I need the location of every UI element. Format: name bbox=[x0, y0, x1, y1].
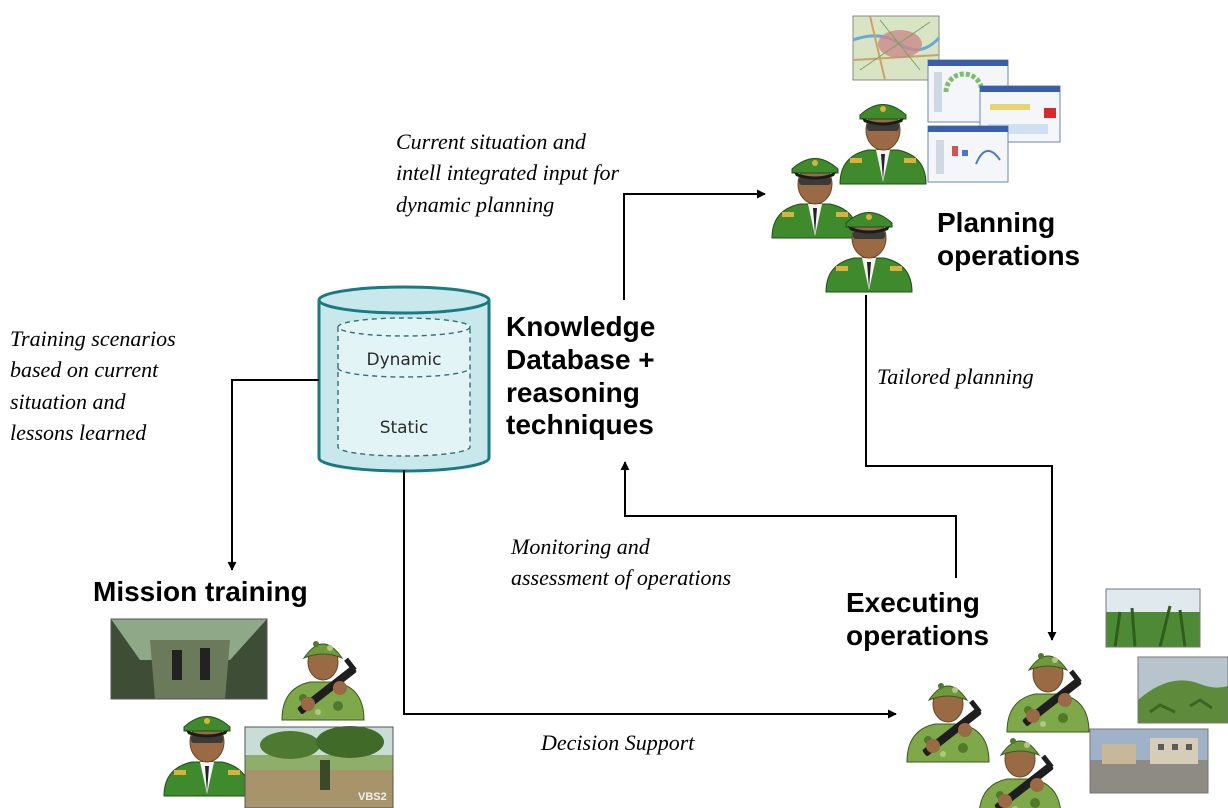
edge-label-tailored-planning: Tailored planning bbox=[877, 361, 1034, 392]
edge-label-decision-support: Decision Support bbox=[541, 727, 694, 758]
node-executing-line-2: operations bbox=[846, 619, 990, 651]
edge-decision-line-1: Decision Support bbox=[541, 730, 695, 755]
training-soldier-icon bbox=[281, 640, 365, 721]
edge-db-to-planning bbox=[623, 189, 766, 300]
edge-executing-to-knowledge bbox=[620, 461, 957, 578]
node-knowledge-line-3: reasoning bbox=[506, 376, 640, 408]
edge-training-line-1: Training scenarios bbox=[10, 326, 176, 351]
node-knowledge-line-1: Knowledge bbox=[506, 311, 656, 342]
edge-training-line-3: situation and bbox=[10, 388, 126, 414]
vbs2-watermark: VBS2 bbox=[358, 791, 387, 803]
edge-current-line-3: dynamic planning bbox=[396, 191, 555, 217]
training-photo-indoor bbox=[110, 618, 268, 700]
executing-soldier-2-icon bbox=[906, 682, 990, 763]
node-knowledge-line-4: techniques bbox=[506, 409, 654, 441]
edge-label-current-situation: Current situation and intell integrated … bbox=[396, 126, 619, 220]
edge-monitoring-line-2: assessment of operations bbox=[511, 565, 731, 591]
software-screenshot-thumbnail bbox=[927, 59, 1061, 183]
database-cylinder bbox=[317, 285, 491, 473]
training-officer-icon bbox=[163, 716, 251, 797]
node-executing-operations: Executing operations bbox=[846, 587, 989, 653]
edge-current-line-2: intell integrated input for bbox=[396, 160, 620, 186]
terrain-photo-hills bbox=[1137, 656, 1228, 724]
executing-soldier-3-icon bbox=[978, 737, 1062, 808]
node-planning-line-1: Planning bbox=[937, 207, 1056, 238]
node-planning-operations: Planning operations bbox=[937, 207, 1080, 273]
edge-label-monitoring: Monitoring and assessment of operations bbox=[511, 531, 731, 594]
node-executing-line-1: Executing bbox=[846, 587, 980, 618]
edge-current-line-1: Current situation and bbox=[396, 129, 586, 154]
edge-training-line-4: lessons learned bbox=[10, 420, 147, 446]
node-mission-training: Mission training bbox=[93, 576, 308, 609]
edge-label-training-scenarios: Training scenarios based on current situ… bbox=[10, 323, 176, 449]
terrain-photo-buildings bbox=[1089, 728, 1209, 794]
node-knowledge-database: Knowledge Database + reasoning technique… bbox=[506, 311, 655, 442]
edge-planning-to-executing bbox=[865, 295, 1057, 641]
database-dynamic-label: Dynamic bbox=[366, 350, 442, 370]
map-thumbnail bbox=[852, 15, 941, 81]
training-photo-outdoor bbox=[244, 726, 394, 808]
executing-soldier-1-icon bbox=[1006, 652, 1090, 733]
edge-db-to-mission-training bbox=[227, 379, 319, 571]
node-knowledge-line-2: Database + bbox=[506, 343, 655, 375]
node-mission-line-1: Mission training bbox=[93, 576, 308, 607]
edge-monitoring-line-1: Monitoring and bbox=[511, 534, 650, 559]
edge-training-line-2: based on current bbox=[10, 357, 159, 383]
terrain-photo-grass bbox=[1105, 588, 1201, 648]
node-planning-line-2: operations bbox=[937, 239, 1081, 271]
planning-officer-2-icon bbox=[839, 104, 927, 185]
edge-db-to-executing bbox=[403, 470, 897, 719]
database-static-label: Static bbox=[379, 418, 429, 438]
edge-tailored-line-1: Tailored planning bbox=[877, 364, 1034, 389]
